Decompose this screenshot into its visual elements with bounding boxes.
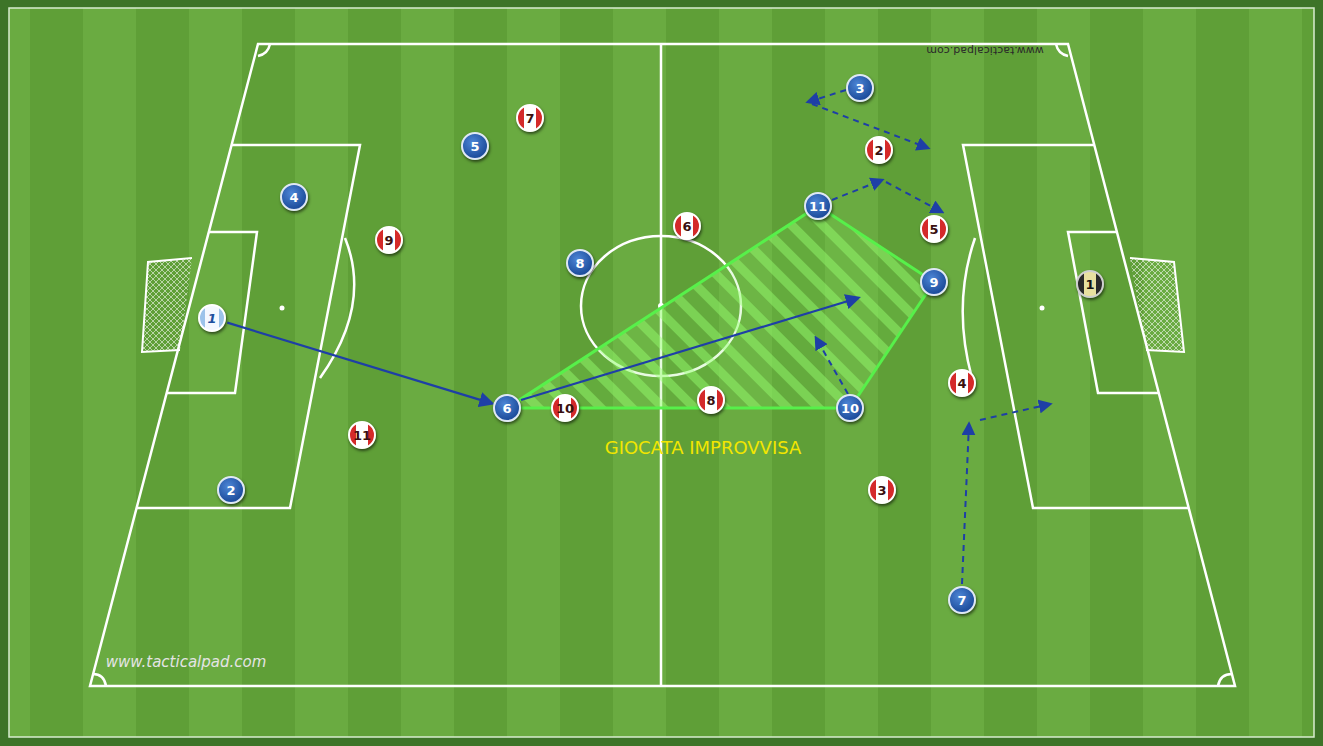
player-token: 9 (920, 268, 948, 296)
player-token: 4 (280, 183, 308, 211)
player-token: 7 (516, 104, 544, 132)
player-number: 5 (470, 140, 479, 153)
player-token: 9 (375, 226, 403, 254)
player-number: 8 (706, 394, 715, 407)
player-number: 11 (353, 429, 371, 442)
player-number: 10 (556, 402, 574, 415)
player-number: 2 (226, 484, 235, 497)
player-token: 5 (461, 132, 489, 160)
player-number: 1 (207, 312, 216, 325)
player-token: 7 (948, 586, 976, 614)
player-token: 5 (920, 215, 948, 243)
player-number: 9 (384, 234, 393, 247)
player-token: 1 (198, 304, 226, 332)
player-token: 11 (804, 192, 832, 220)
player-number: 6 (502, 402, 511, 415)
player-token: 8 (697, 386, 725, 414)
player-number: 8 (575, 257, 584, 270)
watermark: www.tacticalpad.com (106, 653, 267, 671)
player-token: 10 (836, 394, 864, 422)
player-number: 6 (682, 220, 691, 233)
player-number: 3 (855, 82, 864, 95)
player-number: 7 (957, 594, 966, 607)
player-token: 4 (948, 369, 976, 397)
player-number: 4 (957, 377, 966, 390)
player-number: 1 (1085, 278, 1094, 291)
player-number: 11 (809, 200, 827, 213)
player-token: 3 (868, 476, 896, 504)
watermark: www.tacticalpad.com (926, 44, 1044, 57)
player-number: 5 (929, 223, 938, 236)
player-number: 9 (929, 276, 938, 289)
player-token: 2 (865, 136, 893, 164)
player-number: 4 (289, 191, 298, 204)
zone (507, 206, 934, 408)
player-number: 3 (877, 484, 886, 497)
player-token: 2 (217, 476, 245, 504)
player-token: 10 (551, 394, 579, 422)
player-token: 6 (673, 212, 701, 240)
player-number: 10 (841, 402, 859, 415)
player-token: 3 (846, 74, 874, 102)
player-token: 1 (1076, 270, 1104, 298)
pass-arrow (227, 323, 491, 404)
player-number: 2 (874, 144, 883, 157)
player-token: 11 (348, 421, 376, 449)
player-number: 7 (525, 112, 534, 125)
player-token: 8 (566, 249, 594, 277)
player-token: 6 (493, 394, 521, 422)
play-label: GIOCATA IMPROVVISA (605, 437, 802, 458)
